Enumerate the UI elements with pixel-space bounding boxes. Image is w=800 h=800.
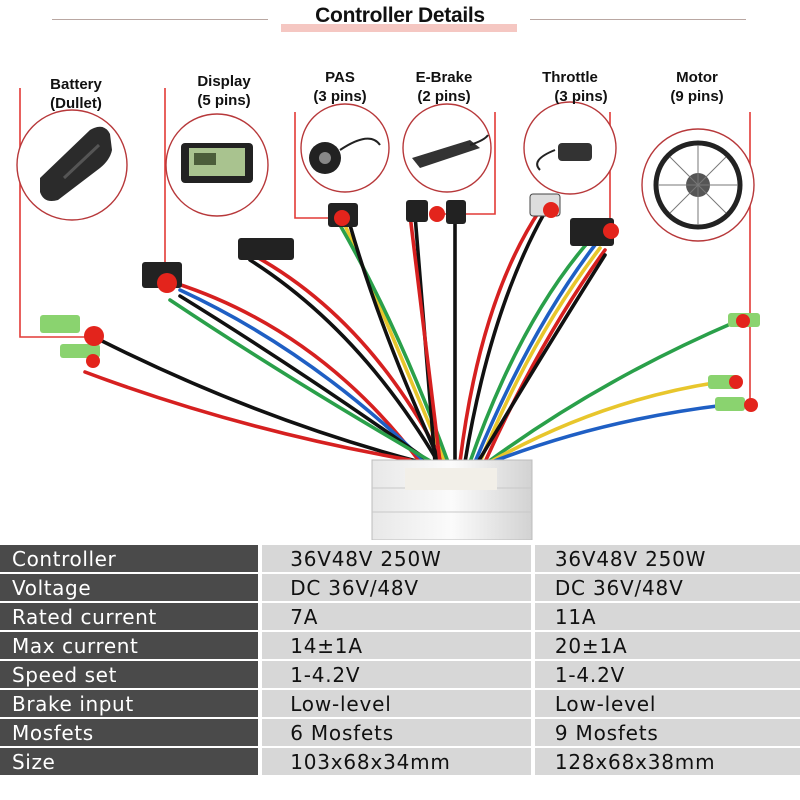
spec-value-b: 11A [530,603,800,630]
label-motor: Motor (9 pins) [652,68,742,106]
label-throttle-sub: (3 pins) [554,88,608,105]
spec-value-b: 128x68x38mm [530,748,800,775]
spec-value-b: 36V48V 250W [530,545,800,572]
spec-value-b: 9 Mosfets [530,719,800,746]
title-highlight [281,24,517,32]
spec-label: Controller [0,545,259,572]
spec-label: Speed set [0,661,259,688]
label-ebrake: E-Brake (2 pins) [396,68,492,106]
spec-label: Size [0,748,259,775]
label-pas: PAS (3 pins) [295,68,385,106]
controller-box [371,459,533,540]
label-motor-sub: (9 pins) [670,88,724,105]
spec-value-b: Low-level [530,690,800,717]
spec-value-a: 36V48V 250W [258,545,531,572]
spec-label: Max current [0,632,259,659]
label-battery-name: Battery [50,76,102,93]
label-display: Display (5 pins) [176,72,272,110]
label-pas-name: PAS [325,69,355,86]
spec-value-a: DC 36V/48V [258,574,531,601]
battery-photo [16,109,128,221]
pas-sensor-photo [300,103,390,193]
spec-value-a: 7A [258,603,531,630]
spec-label: Brake input [0,690,259,717]
spec-label: Mosfets [0,719,259,746]
spec-value-a: 14±1A [258,632,531,659]
marker-dots [84,202,758,412]
label-throttle-name: Throttle [542,69,598,86]
label-ebrake-name: E-Brake [415,69,473,86]
title-rule-right [530,19,746,20]
label-motor-name: Motor [676,69,718,86]
motor-wheel-photo [641,128,755,242]
ebrake-lever-photo [402,103,492,193]
spec-value-a: Low-level [258,690,531,717]
label-display-sub: (5 pins) [197,92,251,109]
spec-value-b: 1-4.2V [530,661,800,688]
title-rule-left [52,19,268,20]
spec-value-b: 20±1A [530,632,800,659]
wiring-illustration [16,88,760,540]
spec-value-a: 6 Mosfets [258,719,531,746]
spec-value-a: 1-4.2V [258,661,531,688]
page-title: Controller Details [315,4,485,27]
spec-value-a: 103x68x34mm [258,748,531,775]
spec-label: Voltage [0,574,259,601]
label-pas-sub: (3 pins) [313,88,367,105]
connectors [40,193,760,411]
spec-value-b: DC 36V/48V [530,574,800,601]
throttle-photo [523,101,617,195]
label-battery-sub: (Dullet) [50,95,102,112]
display-photo [165,113,269,217]
label-display-name: Display [197,73,251,90]
label-throttle: Throttle (3 pins) [522,68,618,106]
label-battery: Battery (Dullet) [28,75,124,113]
label-ebrake-sub: (2 pins) [417,88,471,105]
wire-harness [83,208,737,464]
spec-label: Rated current [0,603,259,630]
